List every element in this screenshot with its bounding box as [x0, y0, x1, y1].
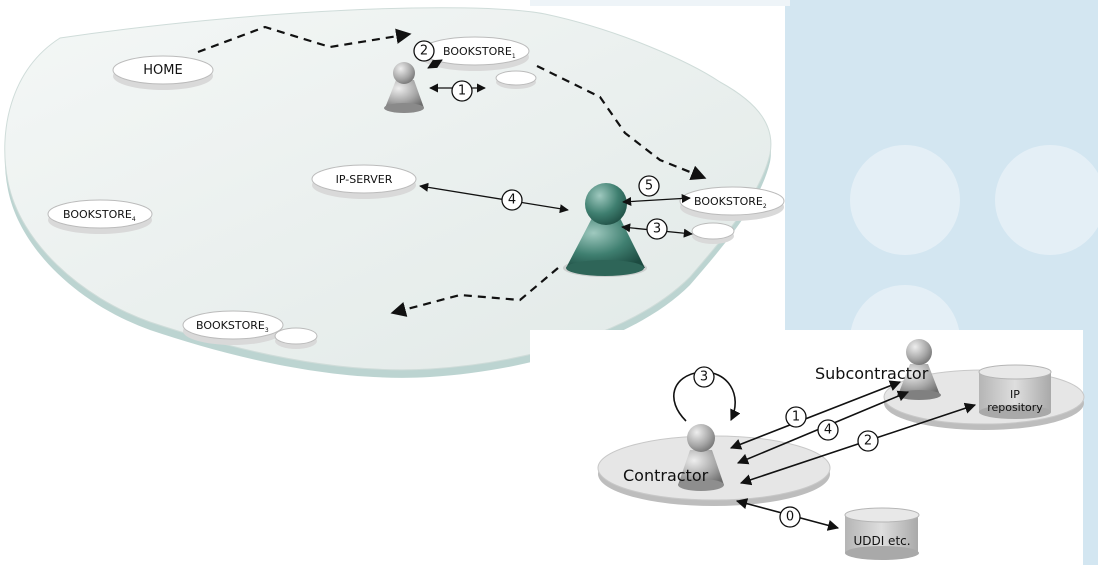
- subcontractor-label: Subcontractor: [815, 364, 929, 383]
- bottom-step-0: 0: [779, 506, 801, 528]
- agent-pawn-small: [384, 62, 424, 113]
- contractor-pawn: [678, 424, 724, 491]
- node-bookstore-3: BOOKSTORE3: [182, 310, 318, 349]
- contractor-label: Contractor: [623, 466, 709, 485]
- node-ip-server: IP-SERVER: [311, 164, 417, 199]
- background-panel: [530, 0, 1098, 565]
- svg-text:4: 4: [508, 193, 516, 208]
- home-label: HOME: [143, 63, 182, 78]
- ip-repository-label-2: repository: [987, 401, 1043, 414]
- top-step-5: 5: [638, 175, 660, 197]
- bottom-step-4: 4: [817, 419, 839, 441]
- svg-text:1: 1: [792, 410, 800, 425]
- uddi-label: UDDI etc.: [853, 534, 910, 548]
- travel-path: [197, 25, 707, 317]
- svg-text:1: 1: [458, 84, 466, 99]
- uddi-cylinder: UDDI etc.: [844, 507, 920, 560]
- bottom-step-3: 3: [693, 366, 715, 388]
- svg-text:0: 0: [786, 510, 794, 525]
- bottom-step-2: 2: [857, 430, 879, 452]
- svg-text:3: 3: [653, 222, 661, 237]
- top-step-4: 4: [501, 189, 523, 211]
- ip-repository-cylinder: IP repository: [978, 364, 1052, 419]
- bookstore-3-label: BOOKSTORE3: [196, 319, 269, 334]
- node-bookstore-2: BOOKSTORE2: [679, 186, 785, 244]
- bottom-step-1: 1: [785, 406, 807, 428]
- node-bookstore-4: BOOKSTORE4: [47, 199, 153, 234]
- svg-text:5: 5: [645, 179, 653, 194]
- bookstore-4-label: BOOKSTORE4: [63, 208, 136, 223]
- svg-text:3: 3: [700, 370, 708, 385]
- ip-server-label: IP-SERVER: [336, 173, 393, 186]
- bookstore-1-label: BOOKSTORE1: [443, 45, 516, 60]
- subcontractor-pawn: [897, 339, 941, 400]
- node-home: HOME: [112, 55, 214, 90]
- ip-repository-label-1: IP: [1010, 388, 1020, 401]
- svg-text:2: 2: [420, 44, 428, 59]
- svg-text:2: 2: [864, 434, 872, 449]
- top-step-3: 3: [646, 218, 668, 240]
- top-step-2: 2: [413, 40, 435, 62]
- node-bookstore-1: BOOKSTORE1: [420, 36, 537, 89]
- top-step-1: 1: [451, 80, 473, 102]
- svg-text:4: 4: [824, 423, 832, 438]
- bookstore-2-label: BOOKSTORE2: [694, 195, 767, 210]
